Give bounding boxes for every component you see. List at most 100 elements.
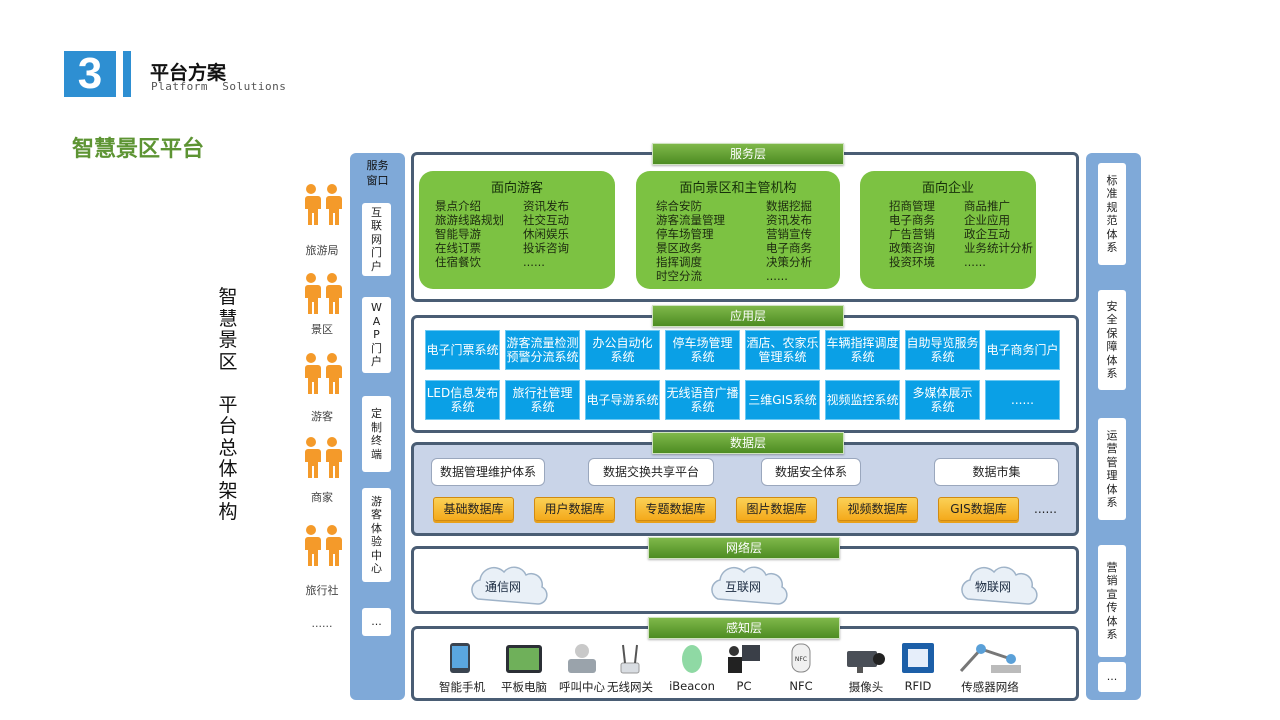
application-system[interactable]: 多媒体展示 系统 xyxy=(905,380,980,420)
support-system-item-char: 运 xyxy=(1106,428,1118,442)
vertical-title-char: 总 xyxy=(218,436,238,459)
support-system-item-char: 保 xyxy=(1106,326,1118,340)
data-system[interactable]: 数据管理维护体系 xyxy=(431,458,545,486)
service-window-item[interactable]: 互联网门户 xyxy=(362,203,391,276)
support-system-item-char: 系 xyxy=(1106,496,1118,509)
user-role-label: 旅游局 xyxy=(305,244,339,257)
data-system[interactable]: 数据交换共享平台 xyxy=(588,458,714,486)
application-system[interactable]: 车辆指挥调度 系统 xyxy=(825,330,900,370)
service-window-item[interactable]: 游客体验中心 xyxy=(362,488,391,582)
service-item: 商品推广 xyxy=(964,199,1010,213)
data-system[interactable]: 数据安全体系 xyxy=(761,458,861,486)
support-system-item-char: 体 xyxy=(1106,227,1118,241)
service-item: 企业应用 xyxy=(964,213,1010,227)
service-window-item-char: 户 xyxy=(371,355,382,369)
support-system-item-char: 宣 xyxy=(1106,587,1118,601)
service-item: 电子商务 xyxy=(889,213,935,227)
nfc-icon: NFC xyxy=(789,641,813,675)
application-system[interactable]: 无线语音广播 系统 xyxy=(665,380,740,420)
service-group[interactable]: 面向景区和主管机构综合安防游客流量管理停车场管理景区政务指挥调度时空分流数据挖掘… xyxy=(636,171,840,289)
service-window-header-line1: 服务 xyxy=(366,159,389,172)
application-system[interactable]: 视频监控系统 xyxy=(825,380,900,420)
support-system-item-char: 系 xyxy=(1106,241,1118,254)
device-label: 智能手机 xyxy=(439,680,485,694)
service-window-item-char: ... xyxy=(371,615,382,629)
support-system-item-char: 规 xyxy=(1106,200,1118,214)
device-label: 平板电脑 xyxy=(501,680,547,694)
application-system-label: 停车场管理 系统 xyxy=(672,336,733,364)
database[interactable]: 基础数据库 xyxy=(433,497,514,521)
database[interactable]: GIS数据库 xyxy=(938,497,1019,521)
support-system-item[interactable]: 标准规范体系 xyxy=(1098,163,1126,265)
svg-text:NFC: NFC xyxy=(795,656,807,663)
application-system[interactable]: 酒店、农家乐 管理系统 xyxy=(745,330,820,370)
service-group[interactable]: 面向游客景点介绍旅游线路规划智能导游在线订票住宿餐饮资讯发布社交互动休闲娱乐投诉… xyxy=(419,171,615,289)
service-window-item-char: 中 xyxy=(371,548,382,562)
application-system[interactable]: 电子门票系统 xyxy=(425,330,500,370)
application-system[interactable]: 停车场管理 系统 xyxy=(665,330,740,370)
application-system-label: ...... xyxy=(1011,393,1034,407)
service-item-column: 资讯发布社交互动休闲娱乐投诉咨询...... xyxy=(523,199,569,269)
database[interactable]: 图片数据库 xyxy=(736,497,817,521)
service-item: 社交互动 xyxy=(523,213,569,227)
cloud-icon xyxy=(460,563,556,611)
service-item-column: 招商管理电子商务广告营销政策咨询投资环境 xyxy=(889,199,935,269)
service-item: 休闲娱乐 xyxy=(523,227,569,241)
network-cloud: 通信网 xyxy=(460,563,556,607)
application-system-label: 电子门票系统 xyxy=(426,343,499,357)
device-label: RFID xyxy=(904,679,932,693)
service-item: 资讯发布 xyxy=(523,199,569,213)
service-group[interactable]: 面向企业招商管理电子商务广告营销政策咨询投资环境商品推广企业应用政企互动业务统计… xyxy=(860,171,1036,289)
page-subtitle: Platform Solutions xyxy=(151,80,287,93)
database[interactable]: 用户数据库 xyxy=(534,497,615,521)
service-group-title: 面向游客 xyxy=(490,181,543,196)
application-system[interactable]: 办公自动化 系统 xyxy=(585,330,660,370)
application-system[interactable]: 电子商务门户 xyxy=(985,330,1060,370)
application-system[interactable]: ...... xyxy=(985,380,1060,420)
support-system-item-char: 体 xyxy=(1106,353,1118,367)
user-role-label: 游客 xyxy=(311,410,333,423)
service-item: 业务统计分析 xyxy=(964,241,1033,255)
application-system-label: LED信息发布 系统 xyxy=(426,386,499,414)
application-layer-tag: 应用层 xyxy=(652,305,844,327)
application-system[interactable]: 三维GIS系统 xyxy=(745,380,820,420)
service-window-item[interactable]: ... xyxy=(362,608,391,636)
service-window-item-char: 互 xyxy=(371,205,382,219)
support-system-item-char: 障 xyxy=(1106,340,1118,353)
database[interactable]: 视频数据库 xyxy=(837,497,918,521)
data-system[interactable]: 数据市集 xyxy=(934,458,1059,486)
service-item: 智能导游 xyxy=(435,227,481,241)
application-system-label: 自助导览服务 系统 xyxy=(906,336,979,364)
database-more: ...... xyxy=(1034,502,1057,516)
device-label: 传感器网络 xyxy=(961,680,1019,694)
support-system-item[interactable]: 营销宣传体系 xyxy=(1098,545,1126,657)
service-window-item-char: 端 xyxy=(371,447,382,461)
support-system-item[interactable]: 安全保障体系 xyxy=(1098,290,1126,390)
database[interactable]: 专题数据库 xyxy=(635,497,716,521)
vertical-title-char: 架 xyxy=(218,479,238,502)
vertical-title-char: 平 xyxy=(218,393,238,416)
cloud-icon xyxy=(700,563,796,611)
service-window-item-char: 制 xyxy=(371,420,382,434)
service-item-column: 综合安防游客流量管理停车场管理景区政务指挥调度时空分流 xyxy=(656,199,725,283)
ibeacon-icon xyxy=(679,641,705,675)
section-number-badge: 3 xyxy=(64,51,116,97)
application-system[interactable]: 电子导游系统 xyxy=(585,380,660,420)
support-system-item[interactable]: ... xyxy=(1098,662,1126,692)
service-item: 景区政务 xyxy=(656,241,702,255)
network-cloud: 物联网 xyxy=(950,563,1046,607)
service-item: 政策咨询 xyxy=(889,241,935,255)
application-system[interactable]: 旅行社管理 系统 xyxy=(505,380,580,420)
service-window-item[interactable]: 定制终端 xyxy=(362,396,391,472)
application-system[interactable]: 游客流量检测 预警分流系统 xyxy=(505,330,580,370)
support-system-item[interactable]: 运营管理体系 xyxy=(1098,418,1126,520)
service-window-item-char: 联 xyxy=(371,219,382,233)
service-layer-tag: 服务层 xyxy=(652,143,844,165)
service-window-item-char: 定 xyxy=(371,407,382,420)
application-system[interactable]: LED信息发布 系统 xyxy=(425,380,500,420)
vertical-title-char: 智 xyxy=(218,286,238,308)
support-system-item-char: 营 xyxy=(1106,560,1118,574)
phone-icon xyxy=(447,641,477,675)
application-system[interactable]: 自助导览服务 系统 xyxy=(905,330,980,370)
